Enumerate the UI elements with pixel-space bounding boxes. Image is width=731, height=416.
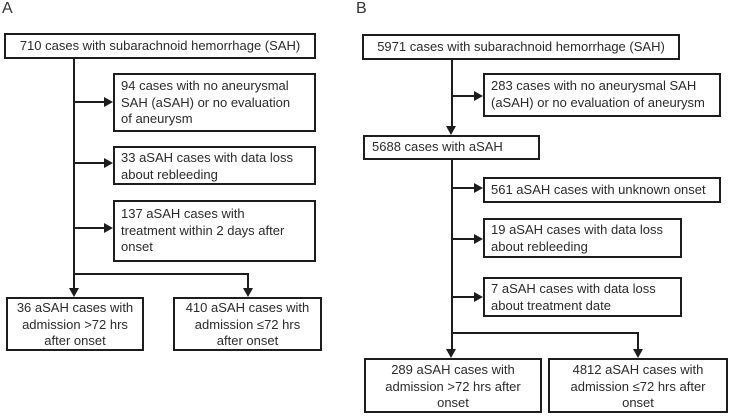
flow-box-a-outcome-early-admission: 410 aSAH cases with admission ≤72 hrs af…: [173, 297, 322, 351]
flow-box-b-excluded-data-loss-treatment-date: 7 aSAH cases with data loss about treatm…: [483, 277, 682, 317]
flow-box-b-outcome-late-admission: 289 aSAH cases with admission >72 hrs af…: [364, 358, 542, 413]
arrowhead-b-cohort-icon: [446, 126, 456, 135]
connector-b-top-vertical-line: [451, 60, 453, 127]
flow-box-b-sah-total: 5971 cases with subarachnoid hemorrhage …: [362, 34, 680, 60]
connector-a-branch-horizontal-line: [73, 273, 249, 275]
connector-a-exclusion1-line: [73, 101, 105, 103]
arrowhead-b-outcome-early-icon: [633, 349, 643, 358]
flow-box-b-outcome-early-admission: 4812 aSAH cases with admission ≤72 hrs a…: [548, 358, 728, 413]
connector-a-main-vertical-line: [73, 58, 75, 290]
flow-box-a-outcome-late-admission: 36 aSAH cases with admission >72 hrs aft…: [6, 297, 144, 351]
connector-b-exclusion1-line: [451, 95, 476, 97]
connector-b-branch-horizontal-line: [451, 332, 639, 334]
arrowhead-b-outcome-late-icon: [446, 349, 456, 358]
flow-box-b-excluded-unknown-onset: 561 aSAH cases with unknown onset: [483, 177, 721, 203]
panel-b-label: B: [356, 0, 367, 17]
connector-b-right-branch-line: [637, 332, 639, 350]
connector-b-main-vertical-line: [451, 160, 453, 350]
arrowhead-b-exclusion4-icon: [474, 292, 483, 302]
connector-b-exclusion3-line: [451, 238, 476, 240]
flow-box-a-excluded-data-loss-rebleeding: 33 aSAH cases with data loss about reble…: [113, 146, 316, 185]
flow-box-a-excluded-early-treatment: 137 aSAH cases with treatment within 2 d…: [113, 200, 316, 262]
connector-a-right-branch-line: [247, 273, 249, 290]
arrowhead-b-exclusion3-icon: [474, 234, 483, 244]
arrowhead-a-outcome-early-icon: [243, 288, 253, 297]
arrowhead-b-exclusion2-icon: [474, 183, 483, 193]
connector-a-exclusion3-line: [73, 227, 105, 229]
flow-box-a-sah-total: 710 cases with subarachnoid hemorrhage (…: [4, 33, 316, 59]
arrowhead-b-exclusion1-icon: [474, 91, 483, 101]
arrowhead-a-outcome-late-icon: [69, 288, 79, 297]
panel-a-label: A: [2, 0, 13, 17]
connector-a-exclusion2-line: [73, 162, 105, 164]
arrowhead-a-exclusion1-icon: [104, 97, 113, 107]
connector-b-exclusion4-line: [451, 296, 476, 298]
flow-box-a-excluded-no-aneurysmal: 94 cases with no aneurysmal SAH (aSAH) o…: [113, 73, 316, 132]
connector-b-exclusion2-line: [451, 187, 476, 189]
arrowhead-a-exclusion3-icon: [104, 223, 113, 233]
flow-box-b-excluded-data-loss-rebleeding: 19 aSAH cases with data loss about reble…: [483, 218, 682, 258]
flow-box-b-asah-cohort: 5688 cases with aSAH: [363, 135, 540, 160]
flow-box-b-excluded-no-aneurysmal: 283 cases with no aneurysmal SAH (aSAH) …: [483, 73, 721, 117]
arrowhead-a-exclusion2-icon: [104, 158, 113, 168]
